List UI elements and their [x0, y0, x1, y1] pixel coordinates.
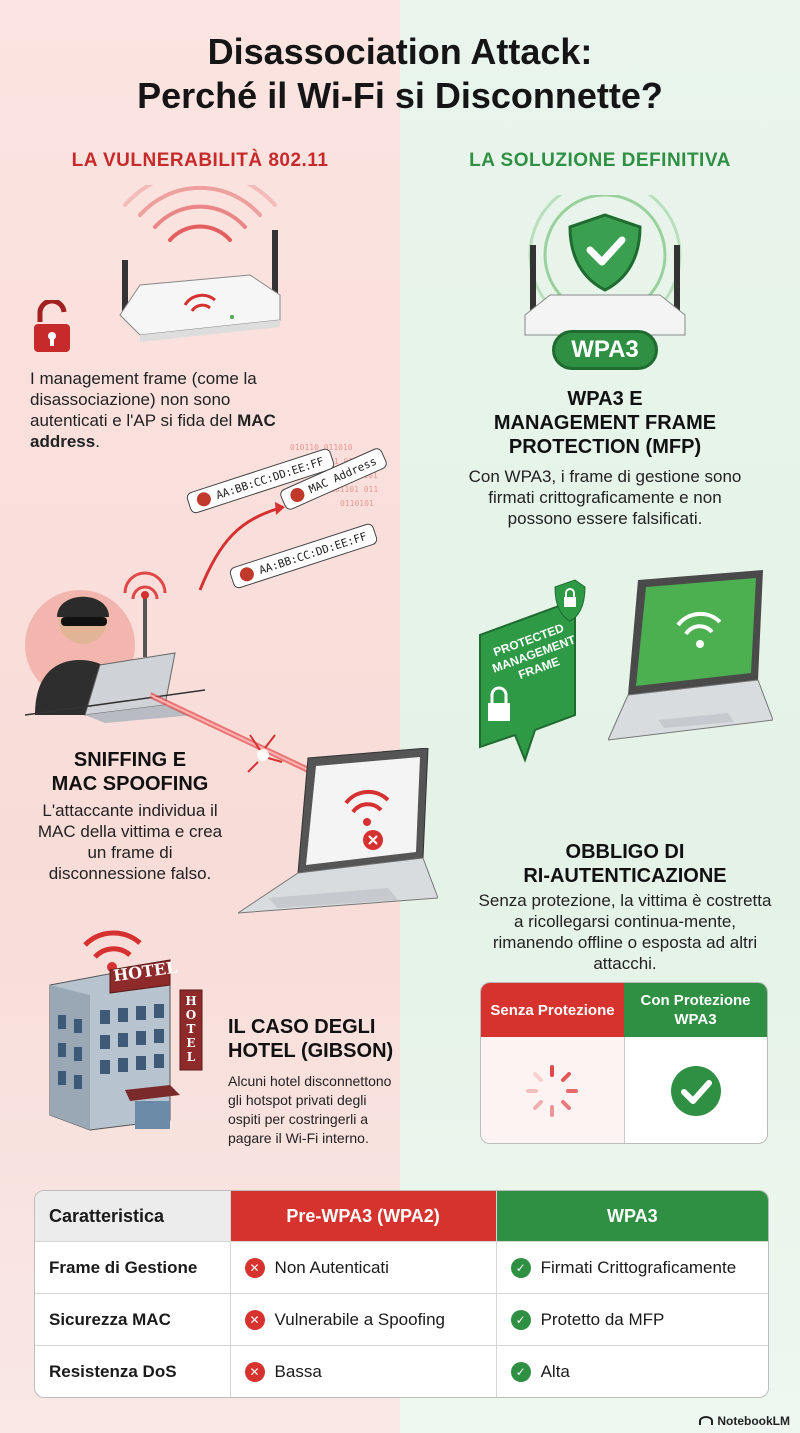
globe-icon	[288, 485, 307, 505]
table-header-pre-wpa3: Pre-WPA3 (WPA2)	[229, 1191, 496, 1241]
table-row: Sicurezza MAC ✕Vulnerabile a Spoofing ✓P…	[35, 1293, 768, 1345]
mfp-heading-3: PROTECTION (MFP)	[508, 436, 702, 458]
table-header-wpa3: WPA3	[495, 1191, 768, 1241]
row-pre-wpa3-value: ✕Non Autenticati	[229, 1241, 496, 1293]
hotel-heading-1: IL CASO DEGLI	[228, 1016, 376, 1038]
mfp-text: Con WPA3, i frame di gestione sono firma…	[468, 467, 742, 528]
mfp-heading-2: MANAGEMENT FRAME	[493, 412, 717, 434]
sniffing-text: L'attaccante individua il MAC della vitt…	[37, 801, 223, 883]
row-wpa3-value: ✓Firmati Crittograficamente	[495, 1241, 768, 1293]
check-circle-icon: ✓	[510, 1257, 531, 1278]
svg-text:010110 011010: 010110 011010	[290, 443, 353, 452]
hotel-text: Alcuni hotel disconnettono gli hotspot p…	[228, 1073, 392, 1146]
hotel-heading-2: HOTEL (GIBSON)	[228, 1040, 394, 1062]
section-title-vulnerability: LA VULNERABILITÀ 802.11	[71, 150, 329, 171]
svg-text:0110101: 0110101	[340, 499, 374, 508]
page-title-line2: Perché il Wi-Fi si Disconnette?	[137, 75, 663, 116]
row-pre-wpa3-value: ✕Vulnerabile a Spoofing	[229, 1293, 496, 1345]
table-row: Frame di Gestione ✕Non Autenticati ✓Firm…	[35, 1241, 768, 1293]
notebooklm-brand: NotebookLM	[699, 1414, 790, 1428]
reauth-heading-1: OBBLIGO DI	[565, 841, 685, 863]
row-label: Sicurezza MAC	[35, 1293, 230, 1345]
sniffing-heading-1: SNIFFING E	[73, 749, 187, 771]
page-title-line1: Disassociation Attack:	[207, 31, 593, 72]
row-wpa3-value: ✓Protetto da MFP	[495, 1293, 768, 1345]
svg-text:101101 011: 101101 011	[330, 485, 378, 494]
sniffing-heading-2: MAC SPOOFING	[51, 773, 209, 795]
comparison-without-cell	[481, 1037, 625, 1143]
reauth-text: Senza protezione, la vittima è costretta…	[478, 891, 772, 973]
wpa3-router-illustration	[524, 195, 686, 336]
comparison-with-header: Con Protezione WPA3	[624, 983, 767, 1037]
row-pre-wpa3-value: ✕Bassa	[229, 1345, 496, 1397]
protection-comparison: Senza Protezione Con Protezione WPA3	[480, 982, 768, 1144]
router-illustration	[119, 185, 281, 342]
vulnerability-intro: I management frame (come la disassociazi…	[30, 369, 276, 451]
comparison-without-header: Senza Protezione	[481, 983, 624, 1037]
wpa3-badge: WPA3	[552, 330, 658, 370]
row-label: Frame di Gestione	[35, 1241, 230, 1293]
x-circle-icon: ✕	[244, 1257, 265, 1278]
x-circle-icon: ✕	[244, 1309, 265, 1330]
feature-comparison-table: Caratteristica Pre-WPA3 (WPA2) WPA3 Fram…	[34, 1190, 769, 1398]
row-label: Resistenza DoS	[35, 1345, 230, 1397]
reauth-heading-2: RI-AUTENTICAZIONE	[523, 865, 727, 887]
globe-icon	[195, 490, 213, 509]
check-circle-icon	[670, 1066, 721, 1116]
secure-laptop-illustration	[608, 570, 773, 741]
hotel-illustration	[49, 930, 203, 1131]
loading-spinner-icon	[526, 1065, 579, 1117]
notebooklm-logo-icon	[699, 1416, 714, 1425]
open-padlock-icon	[34, 300, 70, 352]
mfp-heading-1: WPA3 E	[567, 388, 643, 410]
row-wpa3-value: ✓Alta	[495, 1345, 768, 1397]
hacker-illustration	[25, 571, 205, 723]
table-header-feature: Caratteristica	[35, 1191, 230, 1241]
table-row: Resistenza DoS ✕Bassa ✓Alta	[35, 1345, 768, 1397]
globe-icon	[238, 565, 256, 584]
hotel-vertical-sign: HOTEL	[185, 994, 197, 1064]
svg-text:1100101 01101: 1100101 01101	[305, 457, 368, 466]
x-circle-icon: ✕	[244, 1361, 265, 1382]
section-title-solution: LA SOLUZIONE DEFINITIVA	[469, 150, 731, 171]
check-circle-icon: ✓	[510, 1309, 531, 1330]
comparison-with-cell	[625, 1037, 768, 1143]
victim-laptop-illustration	[238, 748, 438, 914]
protected-frame-illustration	[479, 579, 586, 763]
check-circle-icon: ✓	[510, 1361, 531, 1382]
